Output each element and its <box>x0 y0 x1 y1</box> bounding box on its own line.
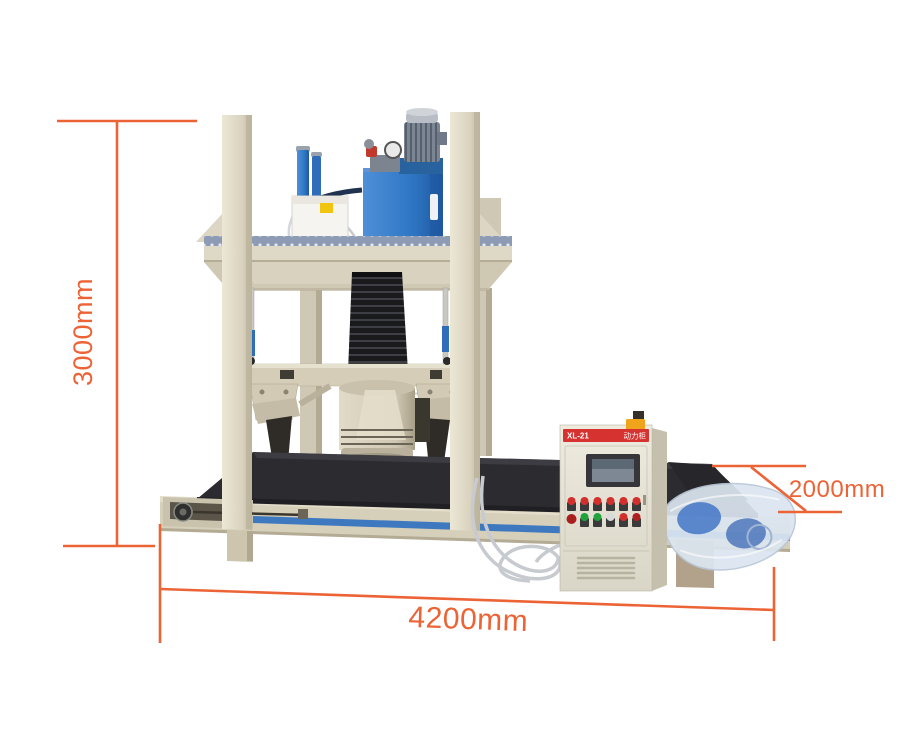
cable <box>534 543 561 564</box>
front-left-column <box>222 115 252 530</box>
dimension-depth-label: 2000mm <box>789 476 885 503</box>
cable <box>479 475 560 573</box>
signal-beacon <box>626 419 645 431</box>
oil-tank <box>363 172 443 236</box>
column-bracket <box>480 214 506 242</box>
red-button <box>632 513 641 521</box>
rod-knob <box>443 357 451 365</box>
red-button <box>632 497 641 505</box>
red-button <box>580 497 589 505</box>
rod-blue-sleeve <box>442 326 449 352</box>
cabinet-side <box>652 428 667 591</box>
beacon-base <box>633 411 644 420</box>
button-row-1 <box>567 497 641 511</box>
red-button <box>619 497 628 505</box>
gripper-foot <box>424 418 450 462</box>
emergency-stop-button <box>566 514 577 524</box>
green-button <box>580 513 589 521</box>
column-bracket <box>196 214 222 242</box>
motor-fan-cap <box>406 108 438 116</box>
dimension-depth <box>712 464 842 514</box>
cabinet-type-label: 动力柜 <box>624 431 647 441</box>
valve-block <box>370 155 400 172</box>
conveyor-leg <box>227 530 253 562</box>
dimension-height-label: 3000mm <box>68 278 98 386</box>
cabinet-name-band <box>563 429 649 442</box>
red-button <box>606 497 615 505</box>
cabinet-vents <box>576 556 636 580</box>
hydraulic-power-unit <box>287 108 447 245</box>
dim-line-diagonal <box>750 465 807 513</box>
wrapped-drive-motor <box>662 482 796 571</box>
door-handle <box>643 495 646 505</box>
cabinet-door <box>564 445 648 547</box>
cable <box>470 477 562 583</box>
left-gripper <box>242 383 300 462</box>
dimension-length-label: 4200mm <box>408 601 529 638</box>
motor-terminal-box <box>437 132 447 145</box>
button-row-2 <box>566 513 641 527</box>
control-cables <box>470 475 562 583</box>
front-right-column <box>450 112 480 531</box>
press-head <box>242 357 472 467</box>
cable-carrier-strip <box>204 236 512 246</box>
warning-label <box>320 203 333 213</box>
gripper-foot <box>266 416 292 462</box>
hydraulic-cylinder <box>297 150 309 202</box>
gantry-front-columns <box>222 112 480 531</box>
dimension-height <box>57 119 197 548</box>
electric-motor <box>404 122 440 162</box>
control-cabinet: XL-21 动力柜 <box>559 411 667 592</box>
hydraulic-cylinder <box>312 156 321 202</box>
cabinet-model-label: XL-21 <box>567 432 589 441</box>
red-button <box>567 497 576 505</box>
white-button <box>606 513 615 521</box>
dimension-length <box>158 524 776 643</box>
pressure-gauge <box>384 141 402 159</box>
red-button <box>593 497 602 505</box>
dim-line-slanted <box>159 587 775 612</box>
green-button <box>593 513 602 521</box>
red-button <box>619 513 628 521</box>
platform-beam <box>204 246 512 262</box>
tank-label <box>430 194 438 220</box>
